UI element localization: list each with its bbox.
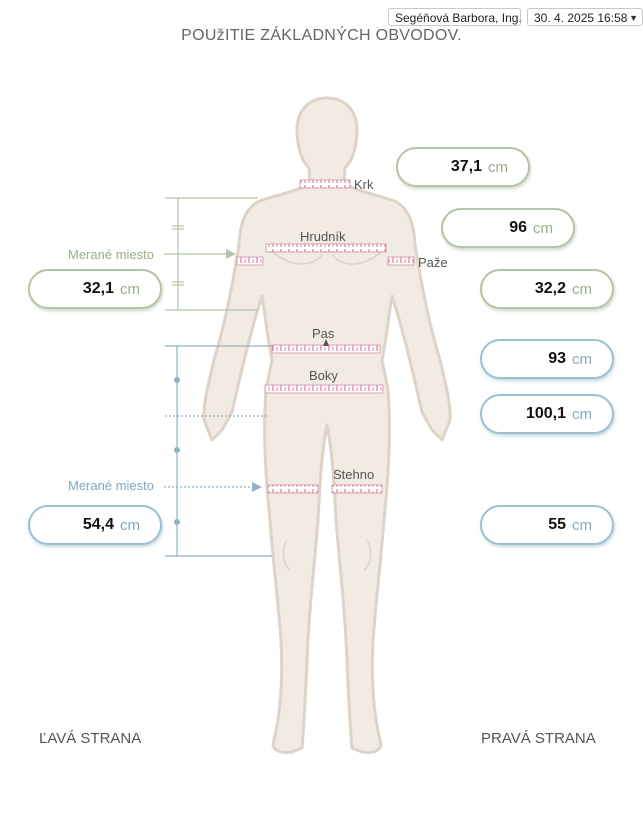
thigh-left-unit: cm xyxy=(120,516,140,534)
thigh-right-unit: cm xyxy=(572,516,592,534)
waist-marker-icon xyxy=(323,339,329,346)
neck-measurement-field[interactable]: 37,1 cm xyxy=(396,147,530,187)
neck-unit: cm xyxy=(488,158,508,176)
label-thigh: Stehno xyxy=(333,467,375,482)
label-arm: Paže xyxy=(418,255,448,270)
arm-left-measurement-field[interactable]: 32,1 cm xyxy=(28,269,162,309)
left-side-label: ĽAVÁ STRANA xyxy=(39,730,142,747)
label-chest: Hrudník xyxy=(300,229,346,244)
arm-left-value: 32,1 xyxy=(82,280,114,297)
waist-measurement-field[interactable]: 93 cm xyxy=(480,339,614,379)
tape-arm-right xyxy=(387,256,415,266)
date-value: 30. 4. 2025 16:58 xyxy=(534,11,628,25)
measurement-tapes xyxy=(236,179,415,494)
chevron-down-icon[interactable]: ▼ xyxy=(629,13,638,23)
date-select[interactable]: 30. 4. 2025 16:58 ▼ xyxy=(527,8,643,26)
label-hips: Boky xyxy=(309,368,338,383)
hips-unit: cm xyxy=(572,405,592,423)
arm-right-measurement-field[interactable]: 32,2 cm xyxy=(480,269,614,309)
lower-guide xyxy=(164,345,272,557)
hips-measurement-field[interactable]: 100,1 cm xyxy=(480,394,614,434)
chest-value: 96 xyxy=(509,219,527,236)
label-waist: Pas xyxy=(312,326,335,341)
label-neck: Krk xyxy=(354,177,374,192)
page-title: POUžITIE ZÁKLADNÝCH OBVODOV. xyxy=(181,27,462,44)
tape-hips xyxy=(264,384,384,394)
hips-value: 100,1 xyxy=(525,405,566,422)
neck-value: 37,1 xyxy=(450,158,482,175)
thigh-left-value: 54,4 xyxy=(82,516,114,533)
arm-left-unit: cm xyxy=(120,280,140,298)
arm-right-value: 32,2 xyxy=(534,280,566,297)
tape-neck xyxy=(299,179,351,189)
upper-guide xyxy=(164,197,258,311)
tape-chest xyxy=(265,243,387,253)
right-side-label: PRAVÁ STRANA xyxy=(481,730,596,747)
waist-unit: cm xyxy=(572,350,592,368)
chest-measurement-field[interactable]: 96 cm xyxy=(441,208,575,248)
arm-right-unit: cm xyxy=(572,280,592,298)
user-name-box: Segéňová Barbora, Ing. xyxy=(388,8,522,26)
tape-arm-left xyxy=(236,256,264,266)
waist-value: 93 xyxy=(548,350,566,367)
thigh-left-measurement-field[interactable]: 54,4 cm xyxy=(28,505,162,545)
tape-waist xyxy=(271,344,381,354)
label-measured-upper: Merané miesto xyxy=(68,247,154,262)
thigh-right-value: 55 xyxy=(548,516,566,533)
chest-unit: cm xyxy=(533,219,553,237)
tape-thigh-right xyxy=(331,484,383,494)
thigh-right-measurement-field[interactable]: 55 cm xyxy=(480,505,614,545)
label-measured-lower: Merané miesto xyxy=(68,478,154,493)
tape-thigh-left xyxy=(267,484,319,494)
